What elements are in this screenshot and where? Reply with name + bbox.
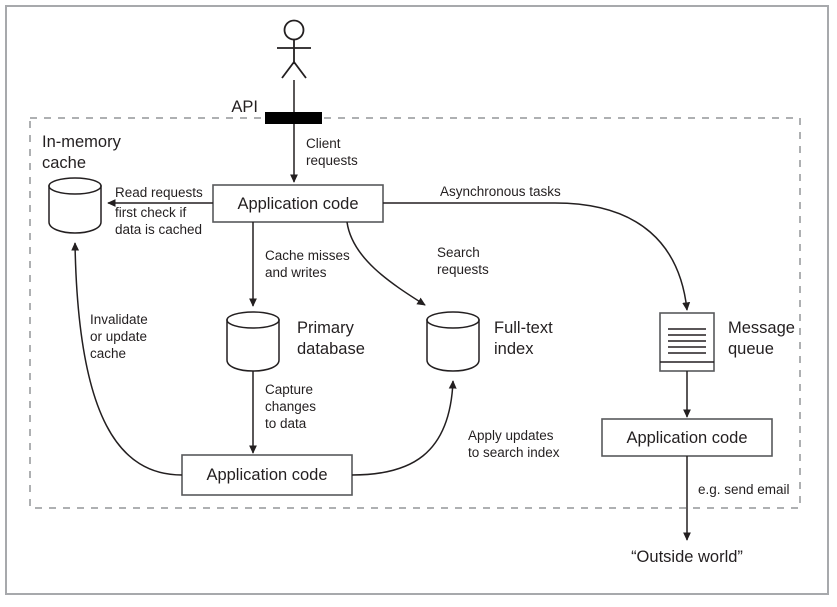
node-label-message-queue-1: Message bbox=[728, 319, 795, 337]
node-label-application-code-right: Application code bbox=[626, 429, 747, 447]
edge-label-cache-misses-1: Cache misses bbox=[265, 248, 350, 263]
edge-label-read-requests-2: first check if bbox=[115, 205, 187, 220]
cache-cylinder-body-icon bbox=[48, 185, 102, 234]
application-code-right-box bbox=[601, 418, 773, 457]
edge-label-send-email: e.g. send email bbox=[698, 482, 790, 497]
node-label-outside-world: “Outside world” bbox=[631, 548, 743, 566]
node-label-full-text-index-2: index bbox=[494, 340, 534, 358]
edge-label-capture-changes-1: Capture bbox=[265, 382, 313, 397]
node-application-code-top: Application code bbox=[212, 184, 384, 223]
node-application-code-right: Application code bbox=[601, 418, 773, 457]
edge-invalidate-cache bbox=[71, 242, 183, 476]
node-label-application-code-bottom: Application code bbox=[206, 466, 327, 484]
actor-legs-icon bbox=[281, 60, 307, 79]
edge-label-capture-changes-2: changes bbox=[265, 399, 316, 414]
node-label-in-memory-cache-2: cache bbox=[42, 154, 86, 172]
node-primary-database: Primary database bbox=[226, 311, 365, 372]
edge-label-client-requests-2: requests bbox=[306, 153, 358, 168]
node-message-queue: Message queue bbox=[659, 312, 795, 372]
node-application-code-bottom: Application code bbox=[181, 454, 353, 496]
edge-label-invalidate-cache-2: or update bbox=[90, 329, 147, 344]
edge-label-search-requests-1: Search bbox=[437, 245, 480, 260]
actor-head-icon bbox=[283, 19, 305, 41]
node-label-primary-database-2: database bbox=[297, 340, 365, 358]
edge-label-capture-changes-3: to data bbox=[265, 416, 307, 431]
node-full-text-index: Full-text index bbox=[426, 311, 553, 372]
api-label: API bbox=[231, 98, 258, 116]
page-frame bbox=[5, 5, 829, 595]
api-bar-icon bbox=[265, 112, 322, 124]
application-boundary bbox=[29, 117, 801, 509]
edge-label-invalidate-cache-3: cache bbox=[90, 346, 126, 361]
node-label-primary-database-1: Primary bbox=[297, 319, 355, 337]
node-label-full-text-index-1: Full-text bbox=[494, 319, 553, 337]
cache-cylinder-top-icon bbox=[48, 177, 102, 195]
edge-label-search-requests-2: requests bbox=[437, 262, 489, 277]
edge-apply-updates bbox=[351, 380, 457, 476]
full-text-index-cylinder-body-icon bbox=[426, 319, 480, 372]
edge-search-requests bbox=[346, 221, 426, 306]
edge-label-apply-updates-2: to search index bbox=[468, 445, 560, 460]
node-in-memory-cache: In-memory cache bbox=[42, 133, 122, 234]
client-actor bbox=[277, 19, 311, 79]
node-label-application-code-top: Application code bbox=[237, 195, 358, 213]
primary-db-cylinder-top-icon bbox=[226, 311, 280, 329]
edge-label-client-requests-1: Client bbox=[306, 136, 341, 151]
edge-label-read-requests-1: Read requests bbox=[115, 185, 203, 200]
edge-label-asynchronous-tasks: Asynchronous tasks bbox=[440, 184, 561, 199]
edge-label-cache-misses-2: and writes bbox=[265, 265, 327, 280]
node-label-in-memory-cache-1: In-memory bbox=[42, 133, 122, 151]
full-text-index-cylinder-top-icon bbox=[426, 311, 480, 329]
application-code-top-box bbox=[212, 184, 384, 223]
edge-label-apply-updates-1: Apply updates bbox=[468, 428, 554, 443]
edge-label-invalidate-cache-1: Invalidate bbox=[90, 312, 148, 327]
edge-label-read-requests-3: data is cached bbox=[115, 222, 202, 237]
edge-asynchronous-tasks bbox=[383, 202, 691, 311]
node-label-message-queue-2: queue bbox=[728, 340, 774, 358]
